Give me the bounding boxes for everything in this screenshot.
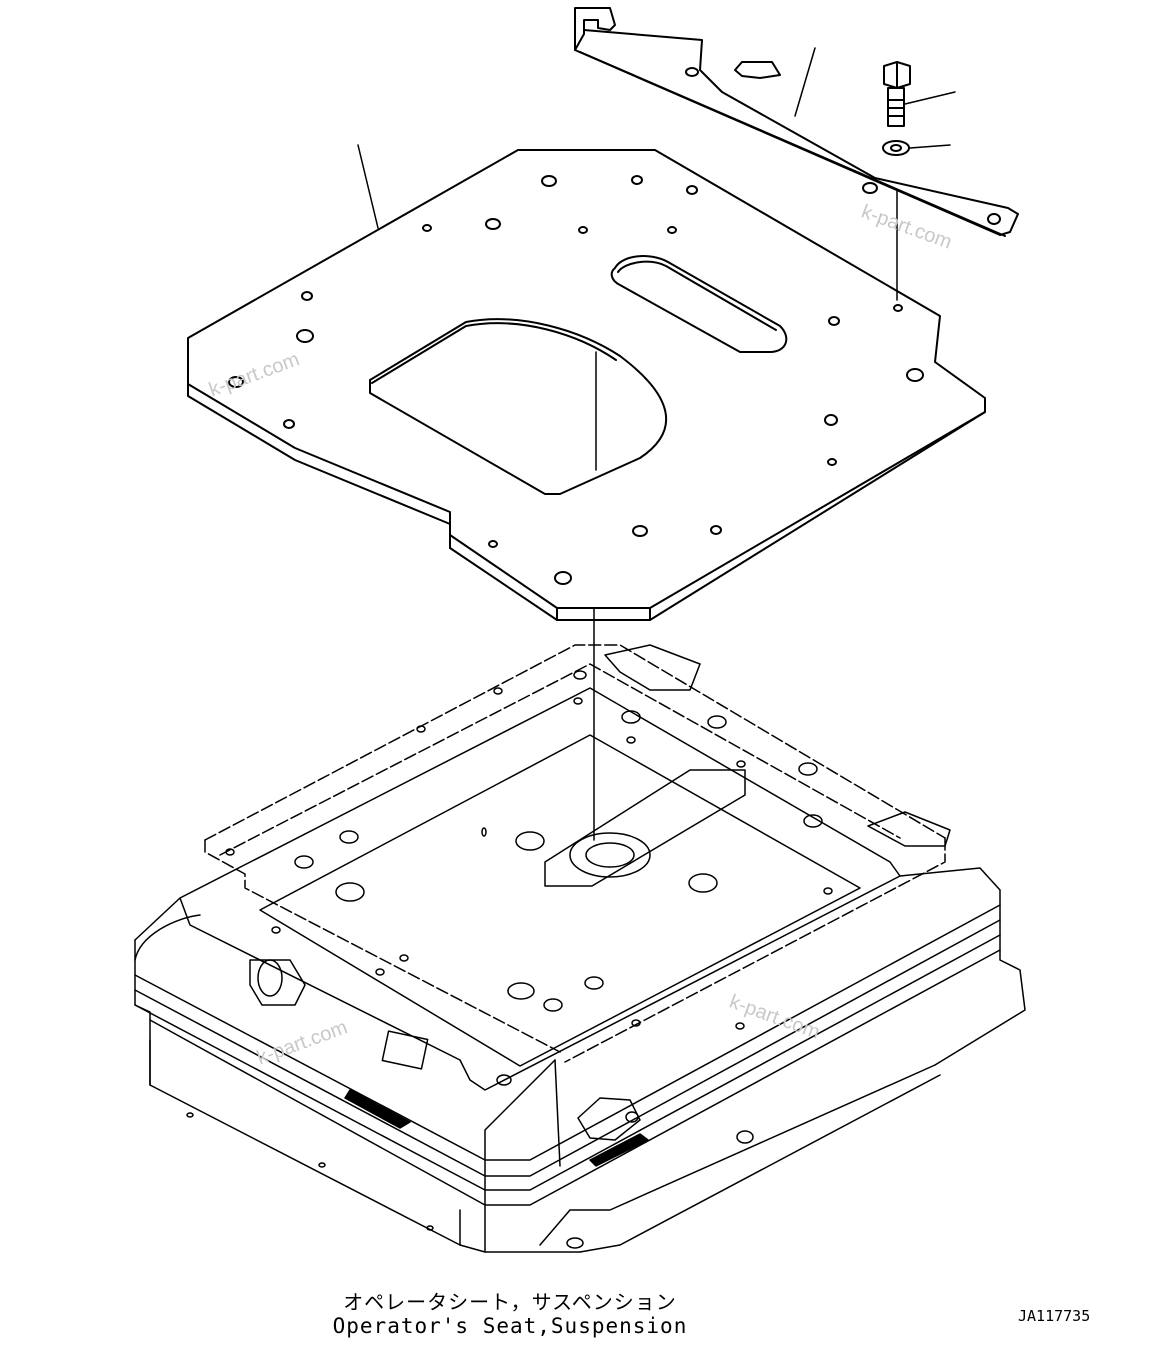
caption-english: Operator's Seat,Suspension [332, 1314, 688, 1338]
caption-japanese: オペレータシート，サスペンション [343, 1290, 677, 1314]
plate-holes [228, 175, 924, 585]
drawing-code: JA117735 [1018, 1307, 1091, 1325]
bracket [574, 7, 1019, 237]
suspension-fasteners [186, 670, 833, 1249]
washer [882, 140, 910, 156]
leader-lines [357, 47, 956, 841]
seat-suspension [134, 644, 1026, 1253]
mounting-plate [187, 149, 986, 621]
bolt [883, 61, 911, 127]
